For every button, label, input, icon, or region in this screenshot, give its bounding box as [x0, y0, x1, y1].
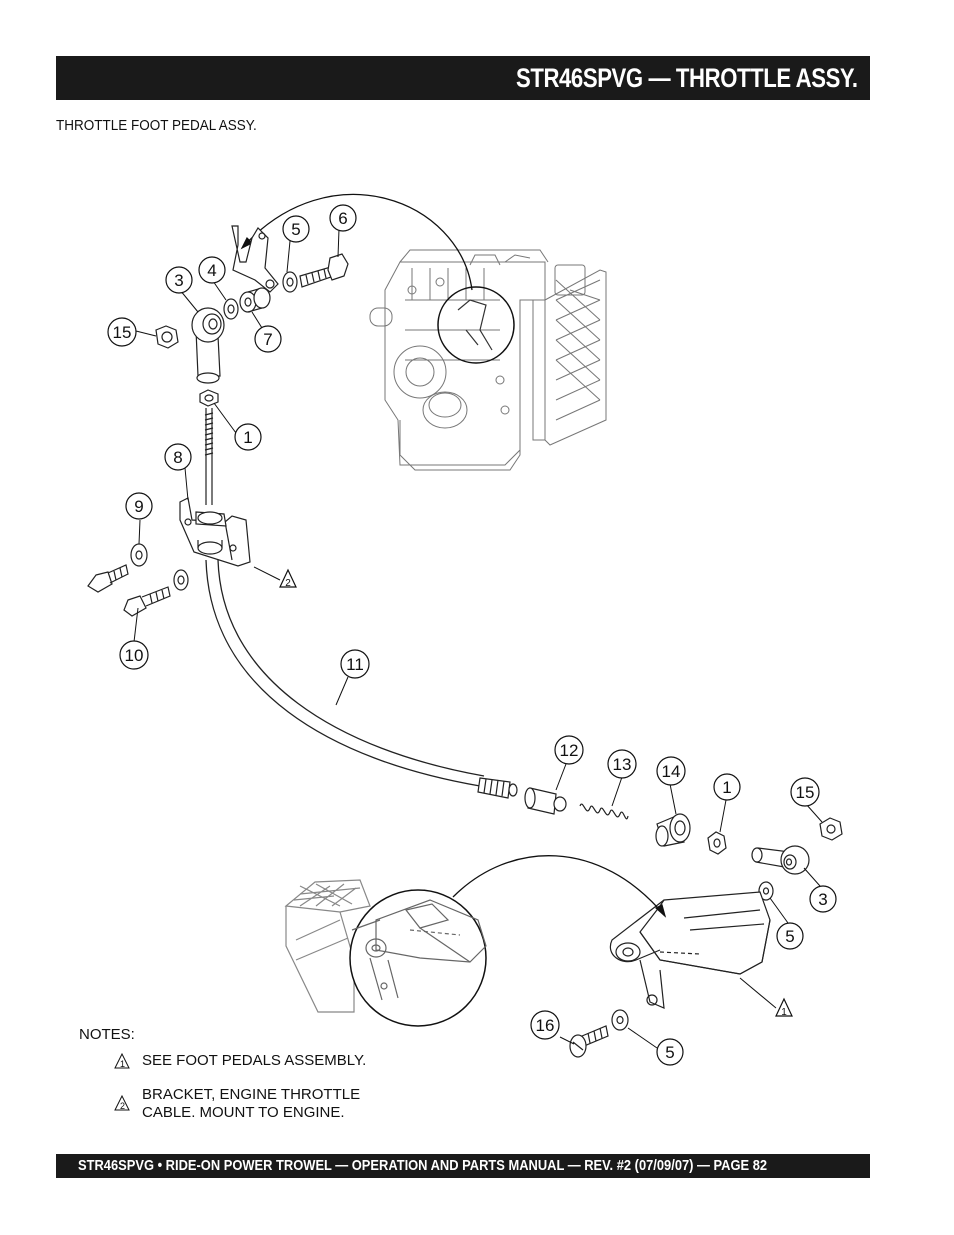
section-subtitle: THROTTLE FOOT PEDAL ASSY. — [56, 117, 257, 134]
callout-15a — [107, 317, 137, 347]
svg-text:15: 15 — [796, 783, 815, 802]
callout-5a — [282, 215, 310, 243]
callout-3a — [165, 266, 193, 294]
svg-text:3: 3 — [174, 271, 183, 290]
svg-text:1: 1 — [781, 1007, 787, 1018]
nut-15-lower — [819, 817, 843, 841]
svg-text:12: 12 — [560, 741, 579, 760]
svg-text:8: 8 — [173, 448, 182, 467]
callout-7 — [254, 325, 282, 353]
callout-4 — [198, 256, 226, 284]
svg-text:3: 3 — [818, 890, 827, 909]
callout-8 — [164, 443, 192, 471]
callout-15b — [790, 777, 820, 807]
callout-11 — [340, 649, 370, 679]
svg-text:5: 5 — [785, 927, 794, 946]
callout-12 — [554, 735, 584, 765]
spacer-7 — [239, 287, 271, 313]
note-2-line-1: BRACKET, ENGINE THROTTLE — [142, 1086, 361, 1103]
callout-5c — [656, 1038, 684, 1066]
engine-detail-circle — [437, 286, 515, 364]
svg-text:15: 15 — [113, 323, 132, 342]
throttle-cable — [205, 559, 481, 787]
bracket-8 — [179, 497, 251, 567]
svg-text:1: 1 — [722, 778, 731, 797]
callout-14 — [656, 756, 686, 786]
footer-text: STR46SPVG • RIDE-ON POWER TROWEL — OPERA… — [78, 1157, 768, 1174]
nut-15-top — [155, 325, 179, 349]
note-2-marker-icon: 2 — [114, 1095, 130, 1111]
bolt-6 — [299, 253, 349, 288]
svg-text:6: 6 — [338, 209, 347, 228]
page-title: STR46SPVG — THROTTLE ASSY. — [516, 63, 858, 93]
note-2-line-2: CABLE. MOUNT TO ENGINE. — [142, 1104, 345, 1121]
svg-text:4: 4 — [207, 261, 216, 280]
svg-text:5: 5 — [665, 1043, 674, 1062]
nut-1-top — [199, 389, 219, 407]
callout-6 — [329, 204, 357, 232]
callout-9 — [125, 492, 153, 520]
callout-5b — [776, 922, 804, 950]
throttle-lever — [231, 225, 279, 293]
spring-13 — [579, 803, 629, 820]
svg-text:2: 2 — [120, 1101, 125, 1111]
callout-1b — [713, 773, 741, 801]
svg-text:7: 7 — [263, 330, 272, 349]
note-1-text: SEE FOOT PEDALS ASSEMBLY. — [142, 1052, 367, 1069]
rod-end-3-top — [191, 307, 225, 384]
screw-16 — [569, 1025, 609, 1058]
washer-4 — [223, 298, 239, 320]
page-footer-bar: STR46SPVG • RIDE-ON POWER TROWEL — OPERA… — [56, 1154, 870, 1178]
washer-5-lower — [758, 881, 774, 901]
svg-text:10: 10 — [125, 646, 144, 665]
cable-ferrule — [477, 777, 518, 799]
note-1-marker-icon: 1 — [114, 1053, 130, 1069]
svg-text:14: 14 — [662, 762, 681, 781]
rod-end-3-lower — [751, 845, 810, 875]
note-marker-2: 2 — [279, 568, 297, 589]
engine-leader-arc — [241, 193, 473, 291]
note-marker-1: 1 — [775, 997, 793, 1018]
engine-illustration — [369, 249, 607, 471]
svg-text:11: 11 — [346, 655, 364, 674]
nut-1-lower — [707, 831, 727, 855]
washer-5-bottom — [611, 1009, 629, 1031]
svg-text:16: 16 — [536, 1016, 555, 1035]
bushing-14 — [655, 813, 691, 847]
callout-16 — [530, 1010, 560, 1040]
page-header-bar: STR46SPVG — THROTTLE ASSY. — [56, 56, 870, 100]
callout-3b — [809, 885, 837, 913]
washer-9 — [130, 543, 148, 567]
svg-text:5: 5 — [291, 220, 300, 239]
pedal-leader-arc — [452, 855, 666, 917]
sleeve-12 — [524, 787, 567, 815]
lock-washer-10 — [173, 569, 189, 591]
svg-text:1: 1 — [120, 1059, 125, 1069]
bolt-upper — [87, 564, 129, 593]
foot-pedal — [609, 891, 771, 1009]
svg-text:9: 9 — [134, 497, 143, 516]
notes-heading: NOTES: — [79, 1026, 135, 1043]
svg-text:2: 2 — [285, 578, 291, 589]
washer-5-top — [282, 271, 298, 293]
svg-text:1: 1 — [243, 428, 252, 447]
bolt-lower — [123, 586, 171, 617]
callout-13 — [607, 749, 637, 779]
callout-1a — [234, 423, 262, 451]
svg-text:13: 13 — [613, 755, 632, 774]
callouts — [107, 204, 837, 1066]
cable-rod — [204, 408, 214, 505]
callout-10 — [119, 640, 149, 670]
